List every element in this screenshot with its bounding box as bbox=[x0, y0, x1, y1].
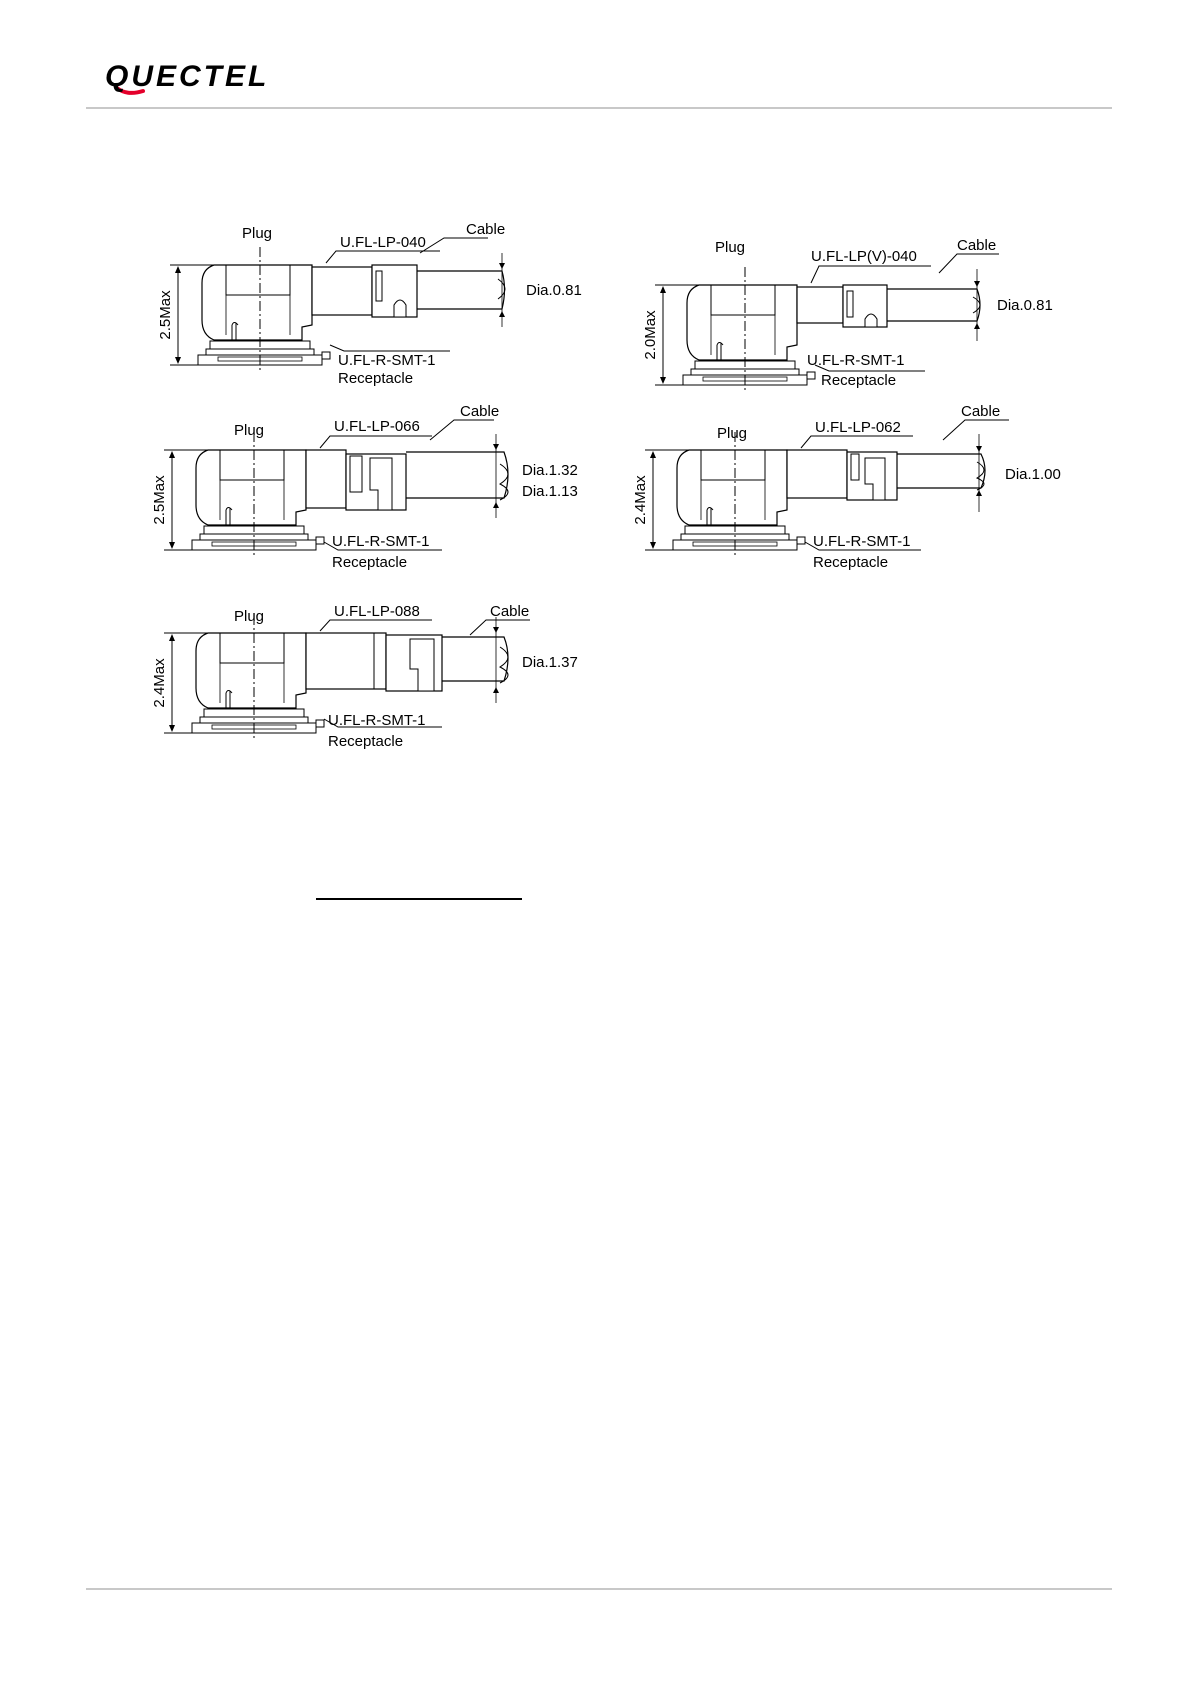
connector-diagram-4: 2.4Max Plug U.FL-LP-062 Cable Dia.1.00 U… bbox=[632, 403, 1061, 571]
height-label: 2.5Max bbox=[151, 475, 168, 525]
receptacle-part-label: U.FL-R-SMT-1 bbox=[328, 712, 426, 729]
receptacle-part-label: U.FL-R-SMT-1 bbox=[813, 533, 911, 550]
receptacle-label: Receptacle bbox=[813, 554, 888, 571]
dia-label: Dia.0.81 bbox=[526, 282, 582, 299]
dia-label: Dia.1.00 bbox=[1005, 466, 1061, 483]
connector-figure: 2.5Max Plug U.FL-LP-040 Cable Dia.0.81 U… bbox=[151, 221, 1061, 750]
receptacle-part-label: U.FL-R-SMT-1 bbox=[807, 352, 905, 369]
cable-label: Cable bbox=[957, 237, 996, 254]
blank-underline bbox=[316, 898, 522, 900]
plug-part-label: U.FL-LP-088 bbox=[334, 603, 420, 620]
plug-label: Plug bbox=[234, 422, 264, 439]
cable-label: Cable bbox=[460, 403, 499, 420]
connector-diagram-3: 2.5Max Plug U.FL-LP-066 Cable Dia.1.32 D… bbox=[151, 403, 578, 571]
connector-diagram-5: 2.4Max Plug U.FL-LP-088 Cable Dia.1.37 U… bbox=[151, 603, 578, 750]
receptacle-label: Receptacle bbox=[332, 554, 407, 571]
plug-label: Plug bbox=[242, 225, 272, 242]
connector-diagram-2: 2.0Max Plug U.FL-LP(V)-040 Cable Dia.0.8… bbox=[642, 237, 1053, 392]
receptacle-label: Receptacle bbox=[328, 733, 403, 750]
height-label: 2.0Max bbox=[642, 310, 659, 360]
receptacle-part-label: U.FL-R-SMT-1 bbox=[332, 533, 430, 550]
dia-label-1: Dia.1.32 bbox=[522, 462, 578, 479]
dia-label-2: Dia.1.13 bbox=[522, 483, 578, 500]
footer-rule bbox=[86, 1588, 1112, 1590]
cable-label: Cable bbox=[466, 221, 505, 238]
plug-label: Plug bbox=[234, 608, 264, 625]
plug-part-label: U.FL-LP-062 bbox=[815, 419, 901, 436]
cable-label: Cable bbox=[961, 403, 1000, 420]
header-rule bbox=[86, 107, 1112, 109]
height-label: 2.4Max bbox=[151, 658, 168, 708]
height-label: 2.5Max bbox=[157, 290, 174, 340]
logo-swoosh bbox=[115, 86, 145, 95]
logo-text: QUECTEL bbox=[105, 60, 269, 93]
cable-label: Cable bbox=[490, 603, 529, 620]
dia-label: Dia.1.37 bbox=[522, 654, 578, 671]
connector-diagram-1: 2.5Max Plug U.FL-LP-040 Cable Dia.0.81 U… bbox=[157, 221, 582, 387]
quectel-logo: QUECTEL bbox=[105, 60, 269, 95]
dia-label: Dia.0.81 bbox=[997, 297, 1053, 314]
plug-part-label: U.FL-LP(V)-040 bbox=[811, 248, 917, 265]
receptacle-part-label: U.FL-R-SMT-1 bbox=[338, 352, 436, 369]
plug-label: Plug bbox=[715, 239, 745, 256]
receptacle-label: Receptacle bbox=[338, 370, 413, 387]
height-label: 2.4Max bbox=[632, 475, 649, 525]
receptacle-label: Receptacle bbox=[821, 372, 896, 389]
plug-part-label: U.FL-LP-040 bbox=[340, 234, 426, 251]
plug-label: Plug bbox=[717, 425, 747, 442]
plug-part-label: U.FL-LP-066 bbox=[334, 418, 420, 435]
